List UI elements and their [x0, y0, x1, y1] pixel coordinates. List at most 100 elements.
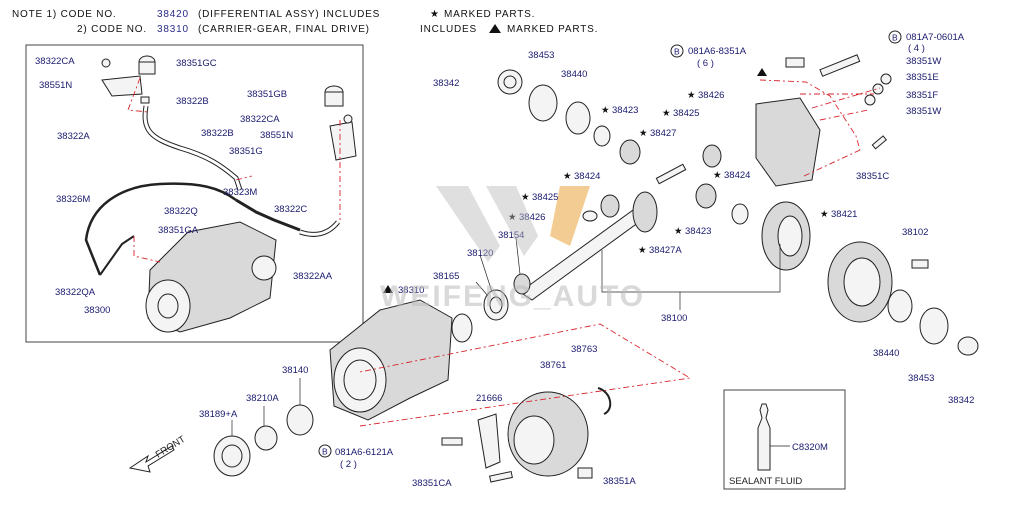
bolt-ref-qty: ( 4 ): [908, 43, 925, 54]
note-line-2-code: 38310: [157, 24, 189, 35]
bolt-ref-letter: B: [892, 33, 898, 43]
label-38210A: 38210A: [246, 393, 279, 404]
label-38423: 38423: [612, 105, 638, 116]
bolt-ref-code: 081A6-6121A: [335, 447, 394, 458]
circled-b-icon: [318, 444, 332, 458]
label-38351GB: 38351GB: [247, 89, 287, 100]
note-line-2-text: (CARRIER-GEAR, FINAL DRIVE): [198, 24, 370, 35]
hose-38322A: [142, 105, 243, 191]
bolt-38351A-part: [577, 467, 593, 479]
marked-parts-note-2b: MARKED PARTS.: [507, 24, 598, 35]
star-icon: ★: [508, 212, 517, 223]
star-icon: ★: [662, 108, 671, 119]
bolt-38351CA-part: [489, 470, 513, 483]
label-38351W: 38351W: [906, 106, 941, 117]
side-gear-38423-part: [619, 139, 641, 165]
triangle-icon: [489, 24, 501, 33]
spacer-part: [513, 273, 531, 295]
sealant-fluid-panel: C8320M SEALANT FLUID: [723, 389, 846, 490]
hose-clamp-part: [140, 96, 150, 104]
circled-b-icon: [888, 30, 902, 44]
label-38102: 38102: [902, 227, 928, 238]
collar-38165-part: [451, 313, 473, 343]
side-gear-38423-part: [695, 183, 717, 209]
label-38427A: 38427A: [649, 245, 682, 256]
label-38351E: 38351E: [906, 72, 939, 83]
sealant-tube-icon: [757, 403, 771, 471]
label-38322A: 38322A: [57, 131, 90, 142]
label-38351CA: 38351CA: [412, 478, 452, 489]
washer-38424-part: [593, 125, 611, 147]
bracket-part: [101, 75, 143, 97]
sealant-caption: SEALANT FLUID: [729, 476, 802, 487]
pipe-38322C: [235, 198, 301, 232]
label-38551N: 38551N: [260, 130, 293, 141]
breather-body-part: [138, 61, 156, 75]
clip-part: [101, 58, 111, 68]
label-38165: 38165: [433, 271, 459, 282]
bolt-part: [785, 57, 805, 68]
washer-38424-part: [731, 203, 749, 225]
star-icon: ★: [687, 90, 696, 101]
bolt-reference-1: B 081A6-8351A ( 6 ): [670, 44, 747, 69]
note-line-1-text: (DIFFERENTIAL ASSY) INCLUDES: [198, 9, 380, 20]
sealant-frame: [723, 389, 846, 490]
bolt-ref-letter: B: [322, 447, 328, 457]
label-38440: 38440: [873, 348, 899, 359]
bolt-38102-part: [911, 259, 929, 269]
pinion-mate-38425-part: [702, 144, 722, 168]
label-38427: 38427: [650, 128, 676, 139]
front-indicator: FRONT: [128, 434, 188, 473]
header-notes: NOTE 1) CODE NO. 38420 (DIFFERENTIAL ASS…: [12, 9, 598, 35]
front-label: FRONT: [154, 434, 188, 461]
tube-38326M: [84, 182, 237, 276]
label-38351C: 38351C: [856, 171, 889, 182]
watermark-logo-icon: [436, 186, 500, 262]
stud-38351C-part: [871, 135, 887, 150]
rear-cover-part: [755, 97, 821, 187]
side-seal-part: [251, 255, 277, 281]
label-38351G: 38351G: [229, 146, 263, 157]
bracket-part: [329, 121, 357, 161]
oil-seal-38342-part: [957, 336, 979, 356]
bolt-reference-2: B 081A7-0601A ( 4 ): [888, 30, 965, 54]
bolt-ref-code: 081A7-0601A: [906, 32, 965, 43]
washer-38351W-part: [880, 73, 892, 85]
star-icon: ★: [820, 209, 829, 220]
label-38120: 38120: [467, 248, 493, 259]
label-38351GC: 38351GC: [176, 58, 217, 69]
star-icon: ★: [639, 128, 648, 139]
label-38425: 38425: [532, 192, 558, 203]
bolt-ref-code: 081A6-8351A: [688, 46, 747, 57]
label-38440: 38440: [561, 69, 587, 80]
watermark-text: WEIFENG_AUTO: [380, 280, 645, 313]
washer-38426-part: [582, 210, 598, 222]
label-38300: 38300: [84, 305, 110, 316]
star-icon: ★: [430, 9, 440, 20]
label-38100: 38100: [661, 313, 687, 324]
pinion-gear-part: [632, 191, 658, 233]
watermark: WEIFENG_AUTO: [380, 186, 645, 313]
label-38423: 38423: [685, 226, 711, 237]
triangle-icon: [383, 285, 393, 293]
part-labels: 38342 38453 38440 ★ 38423 ★ 38425 ★ 3842…: [199, 50, 974, 489]
label-38761: 38761: [540, 360, 566, 371]
label-38323M: 38323M: [223, 187, 257, 198]
label-38424: 38424: [724, 170, 750, 181]
label-38322CA: 38322CA: [240, 114, 280, 125]
note-line-1-code: 38420: [157, 9, 189, 20]
label-38351GA: 38351GA: [158, 225, 199, 236]
star-icon: ★: [601, 105, 610, 116]
label-38453: 38453: [528, 50, 554, 61]
bolt-part: [441, 437, 463, 446]
marked-parts-note-2a: INCLUDES: [420, 24, 477, 35]
label-38310: 38310: [398, 285, 424, 296]
label-21666: 21666: [476, 393, 502, 404]
breather-body-part: [324, 91, 344, 107]
plug-38351F-part: [864, 94, 876, 106]
star-icon: ★: [563, 171, 572, 182]
label-38326M: 38326M: [56, 194, 90, 205]
shim-38453-part: [528, 84, 558, 122]
plug-38351E-part: [872, 83, 884, 95]
